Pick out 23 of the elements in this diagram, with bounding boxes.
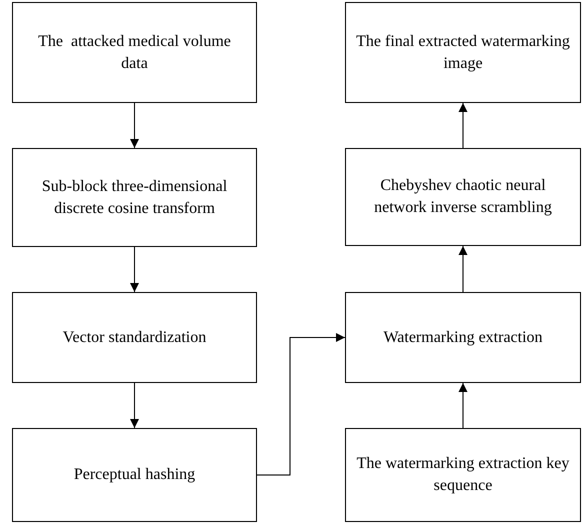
process-box xyxy=(12,2,257,103)
arrow xyxy=(130,102,139,148)
arrow xyxy=(256,333,346,476)
process-box xyxy=(12,292,257,383)
arrow xyxy=(130,246,139,292)
process-box xyxy=(12,148,257,247)
box-label: Sub-block three-dimensional discrete cosine transform xyxy=(40,176,228,218)
arrow xyxy=(458,102,468,148)
box-label: The watermarking extraction key sequence xyxy=(356,454,570,496)
box-label: Watermarking extraction xyxy=(383,328,543,348)
box-label: Perceptual hashing xyxy=(74,465,196,486)
box-label: Chebyshev chaotic neural network inverse scrambling xyxy=(373,176,553,218)
process-box xyxy=(345,428,581,522)
process-box xyxy=(345,2,581,103)
box-label: The attacked medical volume data xyxy=(37,32,232,74)
arrow xyxy=(458,382,468,428)
process-box xyxy=(12,428,257,522)
box-label: The final extracted watermarking image xyxy=(356,32,570,74)
arrow xyxy=(458,246,468,292)
arrow xyxy=(130,382,139,428)
box-label: Vector standardization xyxy=(62,328,206,348)
process-box xyxy=(345,292,581,383)
process-box xyxy=(345,148,581,246)
